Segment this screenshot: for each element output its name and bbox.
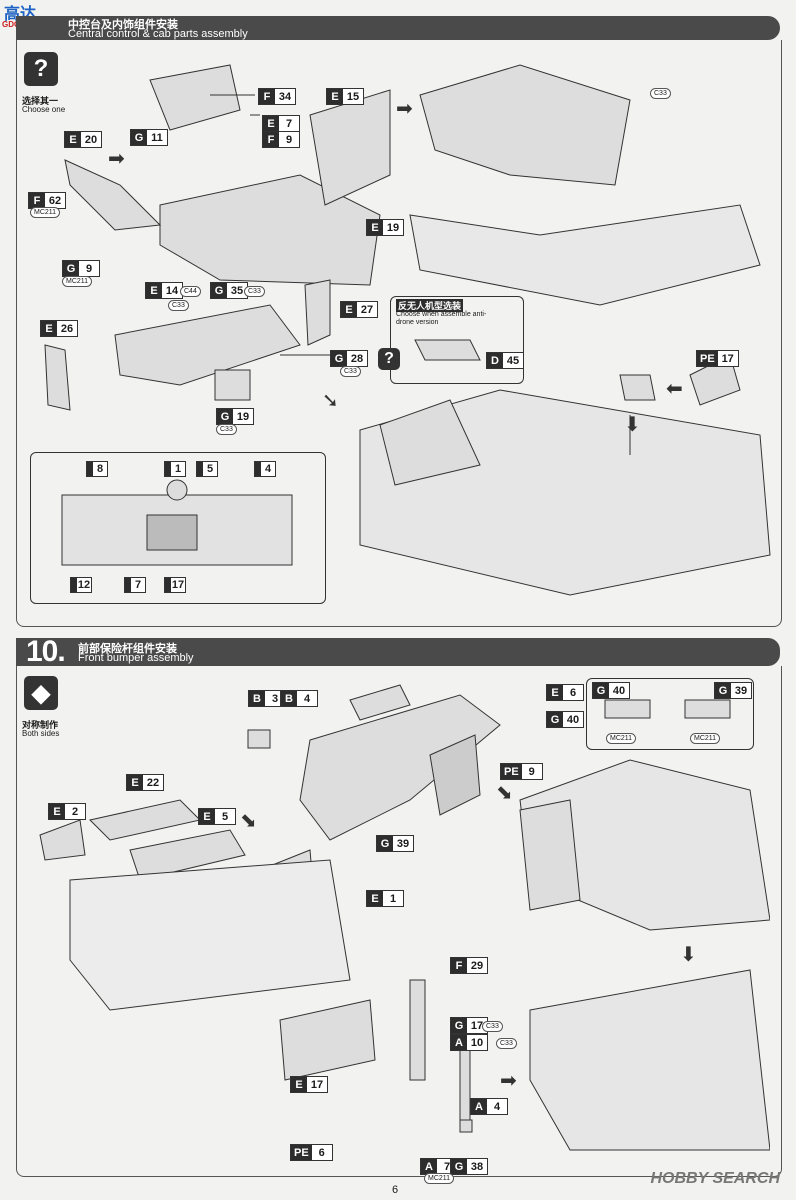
arrow-icon: ⬊ bbox=[496, 782, 513, 804]
step10-title-en: Front bumper assembly bbox=[78, 652, 194, 664]
step10-number: 10. bbox=[26, 635, 66, 668]
paint-code: C44 bbox=[180, 286, 201, 297]
watermark: HOBBY SEARCH bbox=[650, 1170, 781, 1187]
choose-cn: 选择其一 bbox=[22, 96, 59, 106]
arrow-down-icon: ⬇ bbox=[624, 414, 641, 436]
step10-frame bbox=[16, 666, 782, 1177]
step10-title-cn: 前部保险杆组件安装 bbox=[78, 643, 177, 655]
decal-number: 12 bbox=[70, 577, 92, 593]
decal-number: 4 bbox=[254, 461, 276, 477]
decal-dashboard-drawing bbox=[61, 479, 293, 566]
step9-title-cn: 中控台及内饰组件安装 bbox=[68, 19, 178, 31]
question-icon: ? bbox=[24, 52, 58, 86]
g40-g39-panel bbox=[586, 678, 754, 750]
decal-panel bbox=[30, 452, 326, 604]
decal-number: 1 bbox=[164, 461, 186, 477]
paint-code: C33 bbox=[496, 1038, 517, 1049]
decal-number: 17 bbox=[164, 577, 186, 593]
arrow-icon: ⬊ bbox=[240, 810, 257, 832]
paint-code: MC211 bbox=[690, 733, 721, 744]
paint-code: MC211 bbox=[62, 276, 93, 287]
anti-drone-cn: 反无人机型选装 bbox=[396, 299, 464, 312]
arrow-right-icon: ➡ bbox=[396, 98, 413, 120]
anti-drone-panel bbox=[390, 296, 524, 384]
page-number: 6 bbox=[392, 1184, 399, 1196]
paint-code: MC211 bbox=[606, 733, 637, 744]
arrow-icon: ➡ bbox=[108, 148, 125, 170]
paint-code: C33 bbox=[216, 424, 237, 435]
step9-title-en: Central control & cab parts assembly bbox=[68, 28, 248, 40]
step9-frame bbox=[16, 40, 782, 627]
paint-code: C33 bbox=[482, 1021, 503, 1032]
arrow-icon: ➘ bbox=[322, 390, 339, 412]
both-cn: 对称制作 bbox=[22, 720, 59, 730]
paint-code: C33 bbox=[168, 300, 189, 311]
step10-drawing bbox=[39, 684, 770, 1151]
decal-number: 8 bbox=[86, 461, 108, 477]
paint-code: C33 bbox=[244, 286, 265, 297]
anti-drone-en: Choose when assemble anti-drone version bbox=[396, 311, 487, 326]
choose-en: Choose one bbox=[22, 105, 66, 114]
step9-header: 中控台及内饰组件安装 Central control & cab parts a… bbox=[16, 16, 780, 40]
arrow-down-icon: ⬇ bbox=[680, 944, 697, 966]
paint-code: MC211 bbox=[30, 207, 61, 218]
symmetry-icon: ◆ bbox=[24, 676, 58, 710]
question-icon-small: ? bbox=[378, 348, 400, 370]
step10-header: 10. 前部保险杆组件安装 Front bumper assembly bbox=[16, 635, 780, 668]
paint-code: C33 bbox=[340, 366, 361, 377]
paint-code: MC211 bbox=[424, 1173, 455, 1184]
arrow-left-icon: ⬅ bbox=[666, 378, 683, 400]
decal-number: 5 bbox=[196, 461, 218, 477]
arrow-right-icon: ➡ bbox=[500, 1070, 517, 1092]
step9-drawing bbox=[44, 64, 771, 596]
decal-number: 7 bbox=[124, 577, 146, 593]
both-en: Both sides bbox=[22, 729, 60, 738]
paint-code: C33 bbox=[650, 88, 671, 99]
